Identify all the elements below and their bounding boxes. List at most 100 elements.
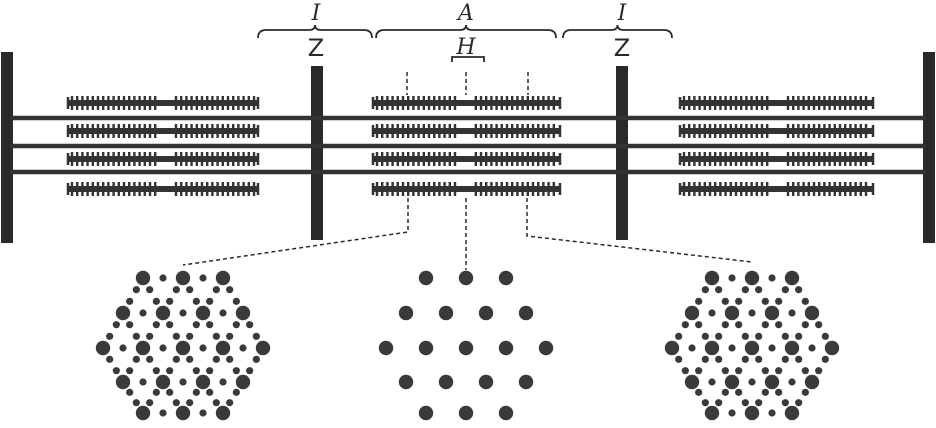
thick-filament-dot [804,305,820,321]
thin-filament-dot [126,367,134,375]
thick-filament-dot [458,270,474,286]
thin-filament-dot [166,367,174,375]
thin-filament-dot [146,355,154,363]
thick-filament [66,96,260,110]
thin-filament-dot [715,332,723,340]
thin-filament-dot [146,286,154,294]
thin-filament-dot [152,321,160,329]
thin-filament-dot [199,344,207,352]
thin-filament-dot [126,321,134,329]
thick-filament-dot [498,405,514,421]
band-bracket [562,24,673,39]
thin-filament-dot [735,367,743,375]
thick-filament [371,96,562,110]
thin-filament-dot [681,321,689,329]
thick-filament-dot [458,405,474,421]
thick-filament-dot [478,305,494,321]
thin-filament-dot [172,286,180,294]
thin-filament-dot [741,332,749,340]
z-disc [923,52,935,243]
thick-filament-dot [175,340,191,356]
thick-filament-dot [155,305,171,321]
thin-filament-dot [232,388,240,396]
thin-filament-dot [139,309,147,317]
thin-filament-dot [701,355,709,363]
thin-filament-dot [106,355,114,363]
thin-filament-dot [795,355,803,363]
thin-filament-dot [735,297,743,305]
thin-filament-dot [246,321,254,329]
thin-filament-dot [781,399,789,407]
thin-filament-dot [192,367,200,375]
thick-filament-dot [195,374,211,390]
thin-filament-dot [741,399,749,407]
thin-filament-dot [768,344,776,352]
thin-filament-dot [106,332,114,340]
thick-filament-dot [135,270,151,286]
label-z-right: Z [614,34,630,62]
thin-filament-dot [675,332,683,340]
thick-filament-dot [704,270,720,286]
thin-filament-dot [132,355,140,363]
thick-filament-dot [95,340,111,356]
thin-filament-dot [788,378,796,386]
thin-filament-dot [675,355,683,363]
band-brackets [257,24,673,62]
h-bracket [451,56,485,62]
thick-filament-dot [215,340,231,356]
thin-filament-dot [775,388,783,396]
thin-filament-dot [232,321,240,329]
thin-filament-dot [688,344,696,352]
thin-filament-dot [206,321,214,329]
thin-filament-dot [192,321,200,329]
thick-filament-dot [804,374,820,390]
thin-filament-dot [695,388,703,396]
thick-filament [678,182,875,196]
thin-filament-dot [132,332,140,340]
thin-filament-dot [795,332,803,340]
thin-filament-dot [735,321,743,329]
thin-filament-dot [212,332,220,340]
thin-filament-dot [761,367,769,375]
thick-filament-dot [744,340,760,356]
thick-filament-dot [518,374,534,390]
thin-filament-dot [172,399,180,407]
thin-filament-dot [126,388,134,396]
thick-filament-dot [438,374,454,390]
thin-filament-dot [775,297,783,305]
thick-filament-dot [235,305,251,321]
thin-filament-dot [112,367,120,375]
thin-filament-dot [226,399,234,407]
thin-filament-dot [139,378,147,386]
thin-filament-dot [172,332,180,340]
thick-filament [66,152,260,166]
thick-filament-dot [115,305,131,321]
thick-filament-dot [744,405,760,421]
thin-filament-dot [226,286,234,294]
thick-filament-dot [498,270,514,286]
guide-line [182,198,409,266]
thin-filament-dot [112,321,120,329]
thin-filament-dot [226,355,234,363]
thick-filament-dot [418,405,434,421]
thin-filament-dot [146,399,154,407]
thin-filament-dot [728,344,736,352]
thin-filament-dot [199,409,207,417]
thick-filament [371,124,562,138]
thin-filament-dot [775,321,783,329]
thin-filament-dot [748,378,756,386]
thin-filament-dot [226,332,234,340]
thin-filament-dot [701,286,709,294]
thick-filament-dot [498,340,514,356]
thick-filament [66,124,260,138]
thick-filament-dot [195,305,211,321]
thick-filament-dot [704,405,720,421]
thin-filament-dot [735,388,743,396]
thick-filament [371,182,562,196]
label-i-right: I [617,1,628,26]
thick-filament-dot [175,405,191,421]
thin-filament-dot [166,321,174,329]
thin-filament-dot [212,355,220,363]
z-discs [1,52,935,243]
